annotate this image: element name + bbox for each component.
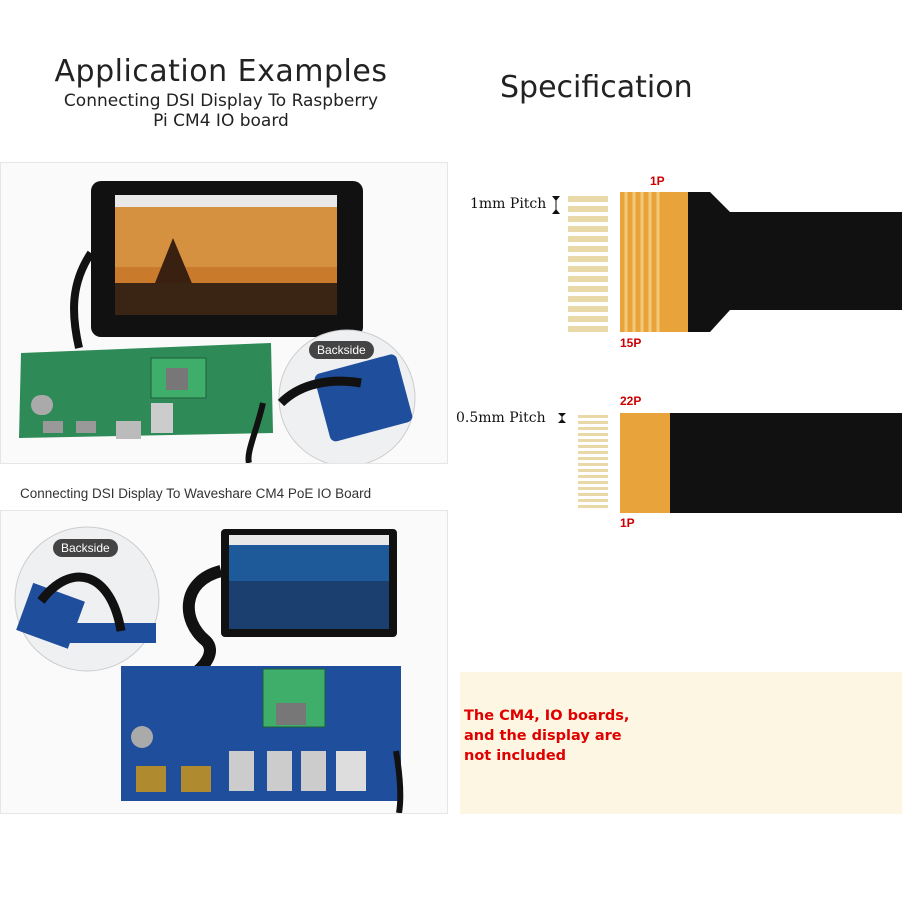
fpc2-pads — [578, 415, 608, 508]
fpc1-ribbon — [688, 192, 902, 332]
fpc-cable-1mm — [552, 192, 902, 332]
display-cable-2 — [182, 565, 223, 681]
not-included-note-box — [460, 672, 902, 814]
backside-badge-2: Backside — [53, 539, 118, 557]
subtitle-line-2: Pi CM4 IO board — [153, 111, 289, 131]
photo-cm4-poe-io-board: Backside — [0, 510, 448, 814]
photo2-illustration — [14, 526, 404, 814]
display-cable — [70, 250, 95, 349]
display-taskbar — [115, 195, 337, 207]
fpc2-pin-top: 22P — [620, 394, 642, 408]
backside-badge-1: Backside — [309, 341, 374, 359]
pitch-label-05mm: 0.5mm Pitch — [456, 410, 546, 426]
specification-title: Specification — [500, 70, 693, 105]
note-line-2: and the display are — [464, 728, 622, 744]
fpc1-pin-bottom: 15P — [620, 336, 642, 350]
fpc2-ribbon — [670, 413, 902, 513]
cm4-io-board — [19, 343, 273, 438]
pitch-label-1mm: 1mm Pitch — [470, 196, 547, 212]
subtitle-line-1: Connecting DSI Display To Raspberry — [63, 91, 379, 111]
photo1-illustration — [19, 181, 416, 467]
fpc-cable-05mm — [558, 413, 902, 513]
application-examples-title: Application Examples — [54, 54, 388, 89]
photo-cm4-io-board: Backside — [0, 162, 448, 467]
note-line-3: not included — [464, 748, 567, 764]
temple-silhouette — [151, 238, 196, 293]
not-included-note: The CM4, IO boards, and the display are … — [464, 706, 629, 766]
note-line-1: The CM4, IO boards, — [464, 708, 630, 724]
fpc1-pin-top: 1P — [650, 174, 665, 188]
fpc2-contacts — [620, 413, 670, 513]
application-subtitle: Connecting DSI Display To Raspberry Pi C… — [40, 91, 402, 131]
fpc1-pads — [568, 196, 608, 332]
fpc2-pin-bottom: 1P — [620, 516, 635, 530]
caption-cm4-poe-io-board: Connecting DSI Display To Waveshare CM4 … — [20, 486, 372, 501]
fpc1-contacts — [620, 192, 688, 332]
